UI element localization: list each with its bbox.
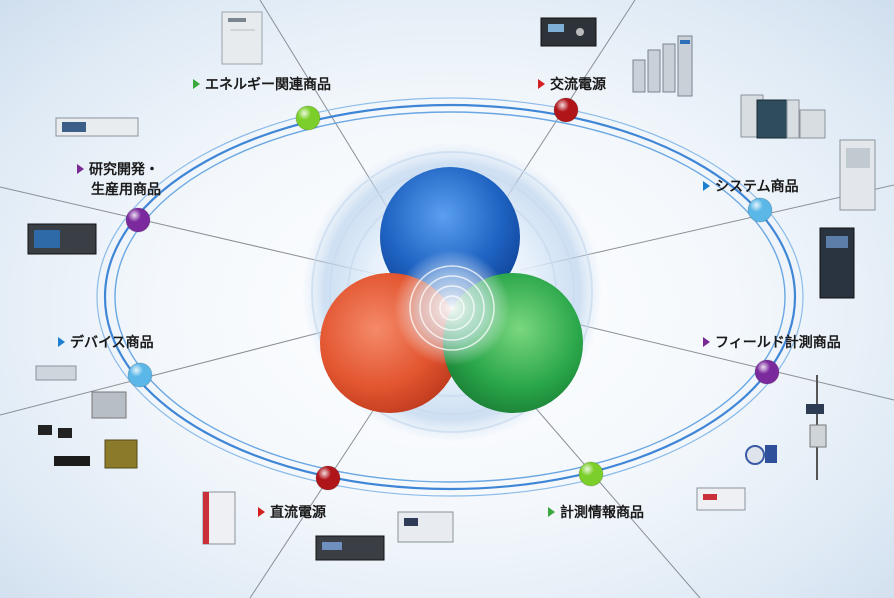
orbit-node-shine bbox=[128, 363, 152, 387]
play-arrow-icon bbox=[538, 79, 545, 89]
category-system[interactable]: システム商品 bbox=[703, 177, 799, 197]
measurement-info-device-image bbox=[696, 487, 746, 511]
play-arrow-icon bbox=[258, 507, 265, 517]
energy-cabinet-image bbox=[221, 11, 263, 65]
orbit-node-shine bbox=[296, 106, 320, 130]
category-field[interactable]: フィールド計測商品 bbox=[703, 333, 841, 353]
orbit-node-shine bbox=[748, 198, 772, 222]
field-sensors-image bbox=[745, 375, 827, 480]
category-device[interactable]: デバイス商品 bbox=[58, 333, 154, 353]
rnd-instruments-image bbox=[27, 117, 139, 255]
play-arrow-icon bbox=[703, 337, 710, 347]
orbit-node-shine bbox=[579, 462, 603, 486]
play-arrow-icon bbox=[58, 337, 65, 347]
device-components-image bbox=[35, 365, 138, 469]
category-energy[interactable]: エネルギー関連商品 bbox=[193, 75, 331, 95]
category-dc-power[interactable]: 直流電源 bbox=[258, 503, 326, 523]
category-measurement-info[interactable]: 計測情報商品 bbox=[548, 503, 644, 523]
device-images bbox=[27, 11, 876, 561]
orbit-node-shine bbox=[755, 360, 779, 384]
orbit-node-shine bbox=[554, 98, 578, 122]
play-arrow-icon bbox=[703, 181, 710, 191]
orbit-node-shine bbox=[126, 208, 150, 232]
play-arrow-icon bbox=[548, 507, 555, 517]
orbit-nodes bbox=[125, 97, 780, 491]
dc-power-units-image bbox=[202, 491, 454, 561]
orbit-rings bbox=[96, 97, 804, 497]
category-rnd[interactable]: 研究開発・ 生産用商品 bbox=[77, 160, 161, 200]
orbit-node-shine bbox=[316, 466, 340, 490]
system-racks-image bbox=[740, 94, 876, 299]
category-ac-power[interactable]: 交流電源 bbox=[538, 75, 606, 95]
center-swirl bbox=[394, 250, 510, 366]
play-arrow-icon bbox=[193, 79, 200, 89]
play-arrow-icon bbox=[77, 164, 84, 174]
ac-power-units-image bbox=[540, 17, 693, 97]
